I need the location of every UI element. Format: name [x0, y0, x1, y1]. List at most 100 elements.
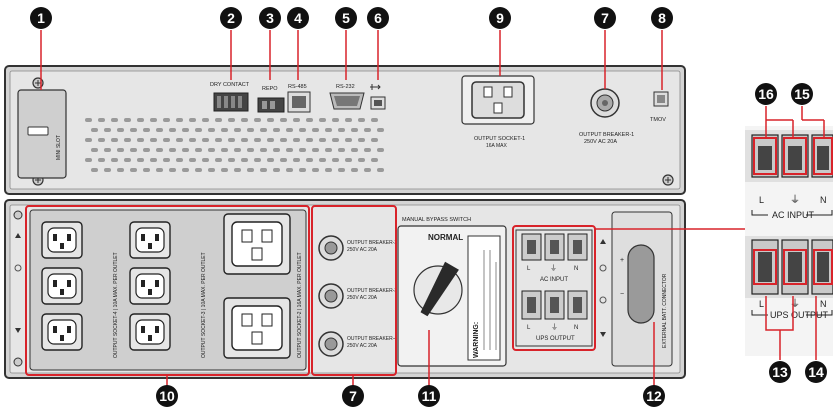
vent-hole — [182, 148, 189, 152]
vent-hole — [98, 158, 105, 162]
callout-number: 4 — [294, 10, 302, 26]
ups-output-terminals[interactable] — [521, 290, 588, 320]
rs485-port[interactable]: RS-485 — [287, 84, 311, 113]
vent-hole — [163, 138, 170, 142]
mini-slot[interactable]: MINI SLOT — [17, 89, 67, 179]
ground-icon: ⏚ — [551, 323, 558, 331]
vent-hole — [228, 158, 235, 162]
breaker-3-label: OUTPUT BREAKER-3 — [347, 288, 397, 294]
vent-hole — [156, 148, 163, 152]
c13-outlet[interactable] — [41, 267, 83, 305]
c13-outlet[interactable] — [129, 313, 171, 351]
vent-hole — [91, 168, 98, 172]
vent-hole — [364, 168, 371, 172]
ext-batt-label: EXTERNAL BATT. CONNECTOR — [662, 273, 668, 348]
vent-hole — [299, 148, 306, 152]
vent-hole — [371, 138, 378, 142]
vent-hole — [247, 148, 254, 152]
vent-hole — [156, 128, 163, 132]
vent-hole — [247, 168, 254, 172]
vent-hole — [137, 118, 144, 122]
vent-hole — [254, 118, 261, 122]
output-breaker-3[interactable]: OUTPUT BREAKER-3 250V AC 20A — [318, 283, 397, 309]
vent-hole — [195, 128, 202, 132]
vent-hole — [358, 138, 365, 142]
mini-slot-label: MINI SLOT — [56, 135, 62, 160]
callout-11: 11 — [418, 385, 440, 407]
callout-4: 4 — [287, 7, 309, 29]
vent-hole — [241, 158, 248, 162]
ac-input-terminals[interactable] — [521, 233, 588, 261]
vent-hole — [345, 158, 352, 162]
vent-hole — [345, 118, 352, 122]
manual-bypass-switch[interactable]: MANUAL BYPASS SWITCH NORMAL WARNING: — [397, 217, 507, 367]
output-socket-1[interactable]: OUTPUT SOCKET-1 16A MAX — [461, 75, 535, 149]
vent-hole — [351, 128, 358, 132]
vent-hole — [338, 148, 345, 152]
detail-l-top: L — [759, 195, 764, 205]
vent-hole — [130, 148, 137, 152]
output-breaker-1-label: OUTPUT BREAKER-1 — [579, 132, 634, 138]
vent-hole — [280, 158, 287, 162]
vent-hole — [221, 128, 228, 132]
vent-hole — [111, 118, 118, 122]
vent-hole — [215, 138, 222, 142]
output-socket-1-label: OUTPUT SOCKET-1 — [474, 136, 525, 142]
vent-hole — [260, 168, 267, 172]
vent-hole — [104, 168, 111, 172]
usb-port[interactable] — [370, 84, 386, 110]
dry-contact-port[interactable]: DRY CONTACT — [210, 82, 250, 112]
vent-hole — [208, 168, 215, 172]
repo-port[interactable]: REPO — [257, 86, 285, 113]
callout-number: 12 — [646, 388, 662, 404]
vent-hole — [234, 148, 241, 152]
detail-n-bottom: N — [820, 299, 827, 309]
vent-grille — [85, 118, 384, 172]
vent-hole — [338, 168, 345, 172]
vent-hole — [124, 138, 131, 142]
rs232-port[interactable]: RS-232 — [329, 84, 365, 110]
callout-number: 11 — [422, 388, 437, 404]
callout-16: 16 — [755, 83, 777, 105]
vent-hole — [111, 138, 118, 142]
vent-hole — [351, 148, 358, 152]
c13-outlet[interactable] — [129, 221, 171, 259]
callout-number: 7 — [349, 388, 357, 404]
top-unit: MINI SLOT DRY CONTACT REPO RS-485 RS-232 — [4, 65, 686, 195]
vent-hole — [182, 128, 189, 132]
tmov-terminal[interactable]: TMOV — [650, 91, 669, 123]
callout-6: 6 — [367, 7, 389, 29]
vent-hole — [150, 138, 157, 142]
c19-outlet[interactable] — [223, 213, 291, 275]
vent-hole — [286, 128, 293, 132]
c19-outlet[interactable] — [223, 297, 291, 359]
vent-hole — [221, 148, 228, 152]
vent-hole — [195, 148, 202, 152]
vent-hole — [228, 138, 235, 142]
c13-outlet[interactable] — [41, 313, 83, 351]
c13-outlet[interactable] — [129, 267, 171, 305]
vent-hole — [254, 158, 261, 162]
terminal-block[interactable]: L ⏚ N AC INPUT L ⏚ N UPS OUTPUT — [515, 229, 593, 347]
callout-number: 3 — [266, 10, 274, 26]
callout-number: 10 — [159, 388, 175, 404]
output-breaker-1[interactable]: OUTPUT BREAKER-1 250V AC 20A — [579, 88, 634, 145]
vent-hole — [111, 158, 118, 162]
detail-l-bottom: L — [759, 299, 764, 309]
output-breaker-4[interactable]: OUTPUT BREAKER-4 250V AC 20A — [318, 331, 397, 357]
vent-hole — [137, 138, 144, 142]
callout-number: 8 — [658, 10, 666, 26]
callout-14: 14 — [805, 361, 827, 383]
vent-hole — [319, 138, 326, 142]
vent-hole — [163, 118, 170, 122]
vent-hole — [325, 168, 332, 172]
vent-hole — [332, 118, 339, 122]
output-breaker-2[interactable]: OUTPUT BREAKER-2 250V AC 20A — [318, 235, 397, 261]
vent-hole — [319, 118, 326, 122]
external-battery-connector[interactable]: + − EXTERNAL BATT. CONNECTOR — [611, 211, 673, 367]
breaker-2-label: OUTPUT BREAKER-2 — [347, 240, 397, 246]
vent-hole — [189, 118, 196, 122]
vent-hole — [364, 148, 371, 152]
c13-outlet[interactable] — [41, 221, 83, 259]
vent-hole — [325, 148, 332, 152]
